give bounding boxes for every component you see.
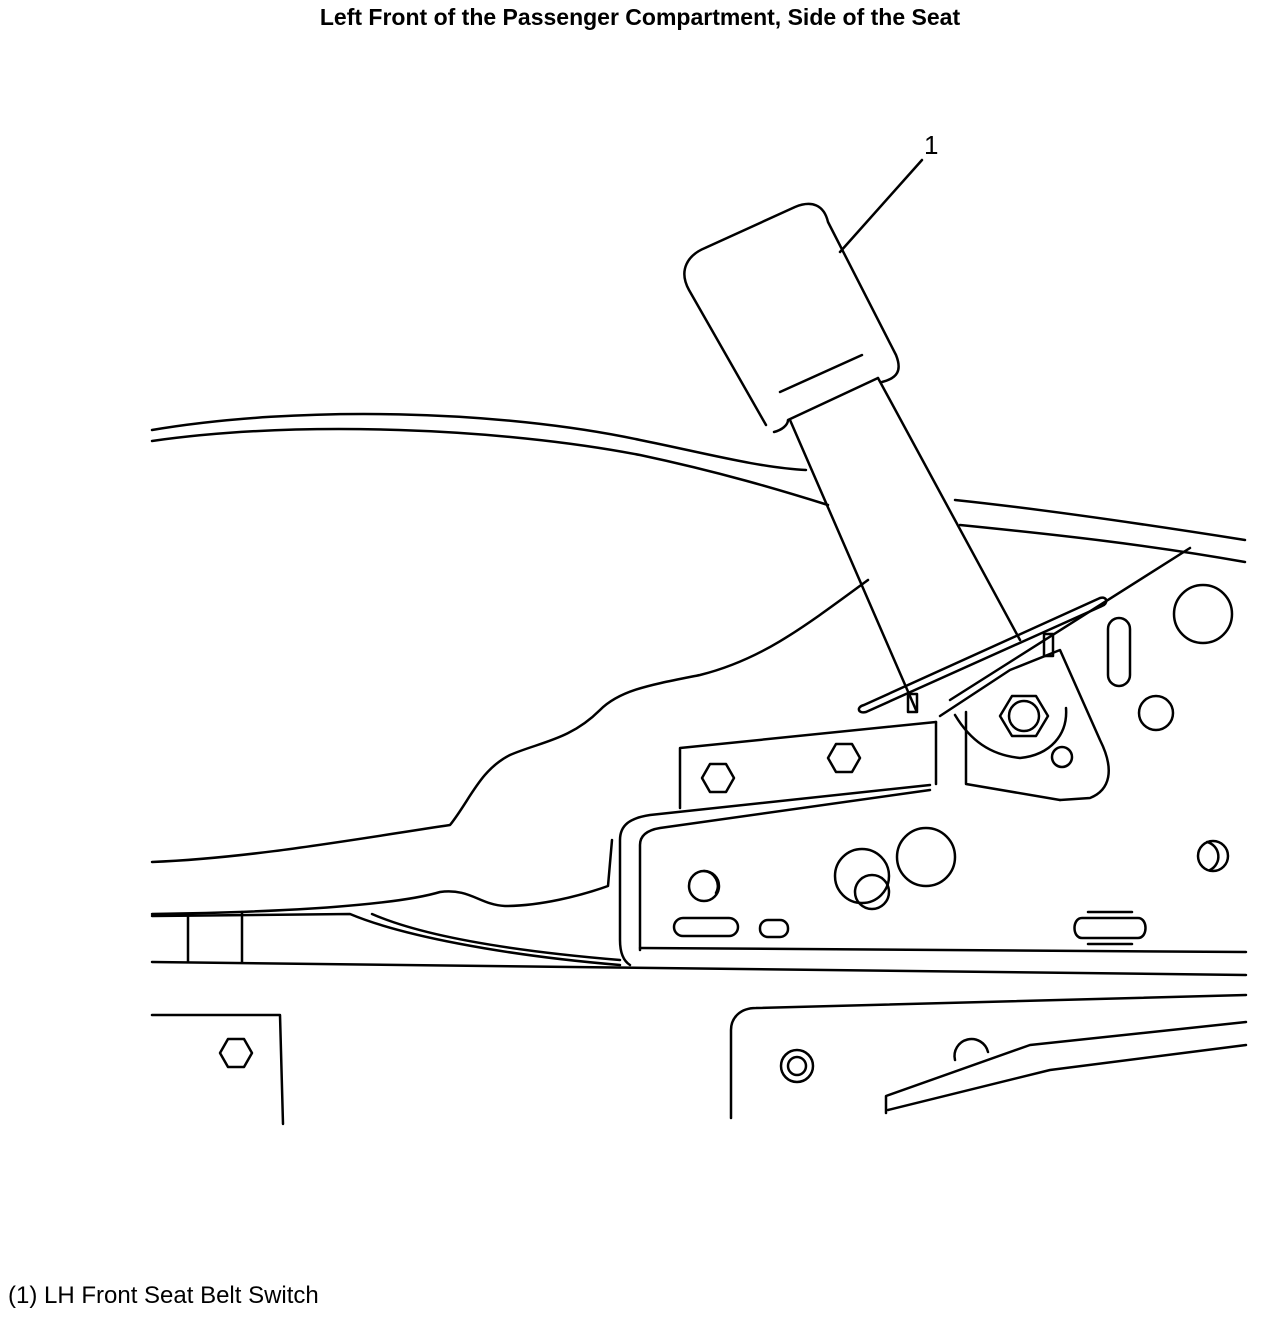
seat-cushion-outline	[152, 414, 1245, 562]
callout-1-leader	[840, 160, 922, 252]
lower-seat-track	[152, 995, 1246, 1124]
buckle-anchor-bracket	[859, 548, 1190, 800]
seat-side-trim	[152, 580, 868, 965]
seat-belt-buckle	[684, 204, 1020, 710]
hex-bolt	[220, 744, 860, 1067]
legend: (1) LH Front Seat Belt Switch	[8, 1282, 319, 1310]
diagram-title: Left Front of the Passenger Compartment,…	[319, 4, 961, 30]
seat-belt-switch-illustration: 1	[0, 130, 1280, 1280]
anchor-nut	[1000, 696, 1048, 736]
callout-1-number: 1	[924, 130, 938, 160]
callout-1: 1	[840, 130, 938, 252]
frame-holes	[674, 585, 1232, 944]
legend-item: (1) LH Front Seat Belt Switch	[8, 1282, 319, 1309]
seat-rail	[152, 722, 1246, 975]
